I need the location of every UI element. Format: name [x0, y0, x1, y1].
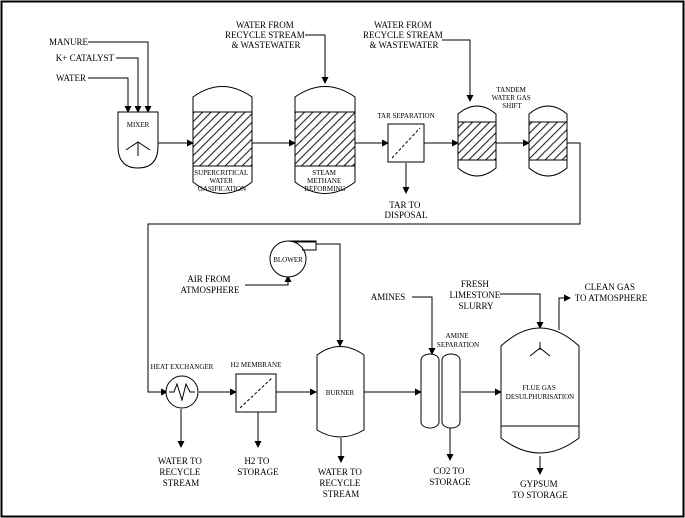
- mixer: [117, 111, 159, 169]
- clean-gas-line: [558, 294, 571, 330]
- wgs-to-hx-line: [147, 142, 581, 396]
- fgd-vessel: [500, 327, 580, 454]
- tar-disposal-label: TAR TO DISPOSAL: [384, 200, 427, 220]
- tar-separation-label: TAR SEPARATION: [377, 112, 434, 120]
- h2-storage-label: H2 TO STORAGE: [237, 456, 279, 477]
- amines-line: [412, 296, 436, 355]
- water-recycle-2-label: WATER TO RECYCLE STREAM: [318, 467, 364, 499]
- amines-label: AMINES: [371, 292, 406, 302]
- heat-exchanger: [165, 375, 199, 409]
- mixer-label: MIXER: [127, 121, 150, 129]
- blower: [269, 240, 317, 278]
- water-from-2-label: WATER FROM RECYCLE STREAM & WASTEWATER: [363, 20, 445, 50]
- burner: [316, 346, 365, 438]
- limestone-line: [500, 293, 544, 329]
- blower-to-burner-line: [316, 243, 344, 347]
- air-line: [245, 275, 292, 286]
- h2-membrane: [235, 373, 277, 413]
- scwg-vessel: [192, 86, 253, 194]
- limestone-label: FRESH LIMESTONE SLURRY: [449, 279, 502, 311]
- manure-line: [88, 41, 152, 113]
- heat-exchanger-label: HEAT EXCHANGER: [151, 363, 214, 371]
- clean-gas-label: CLEAN GAS TO ATMOSPHERE: [575, 282, 648, 303]
- catalyst-line: [116, 57, 142, 113]
- water-from-1-label: WATER FROM RECYCLE STREAM & WASTEWATER: [225, 20, 307, 50]
- burner-label: BURNER: [326, 389, 355, 397]
- water-label: WATER: [56, 73, 86, 83]
- tar-separator: [387, 123, 425, 163]
- co2-storage-label: CO2 TO STORAGE: [429, 466, 471, 487]
- catalyst-label: K+ CATALYST: [56, 53, 115, 63]
- water-recycle-1-label: WATER TO RECYCLE STREAM: [158, 456, 204, 488]
- amine-separation-label: AMINE SEPARATION: [437, 332, 479, 349]
- water-line: [88, 77, 132, 113]
- wgs-vessel-1: [457, 105, 497, 177]
- blower-label: BLOWER: [273, 256, 303, 264]
- water-from-1-line: [305, 34, 329, 84]
- smr-label: STEAM METHANE REFORMING: [304, 169, 345, 193]
- amine-columns: [420, 353, 461, 429]
- wgs-vessel-2: [528, 105, 568, 177]
- tandem-label: TANDEM WATER GAS SHIFT: [492, 86, 533, 110]
- h2-membrane-label: H2 MEMBRANE: [231, 361, 282, 369]
- water-from-2-line: [442, 39, 474, 102]
- smr-vessel: [294, 86, 356, 194]
- air-label: AIR FROM ATMOSPHERE: [180, 274, 240, 295]
- manure-label: MANURE: [49, 37, 89, 47]
- scwg-label: SUPERCRITICAL WATER GASIFICATION: [194, 169, 250, 193]
- fgd-label: FLUE GAS DESULPHURISATION: [506, 384, 574, 401]
- gypsum-label: GYPSUM TO STORAGE: [512, 479, 568, 500]
